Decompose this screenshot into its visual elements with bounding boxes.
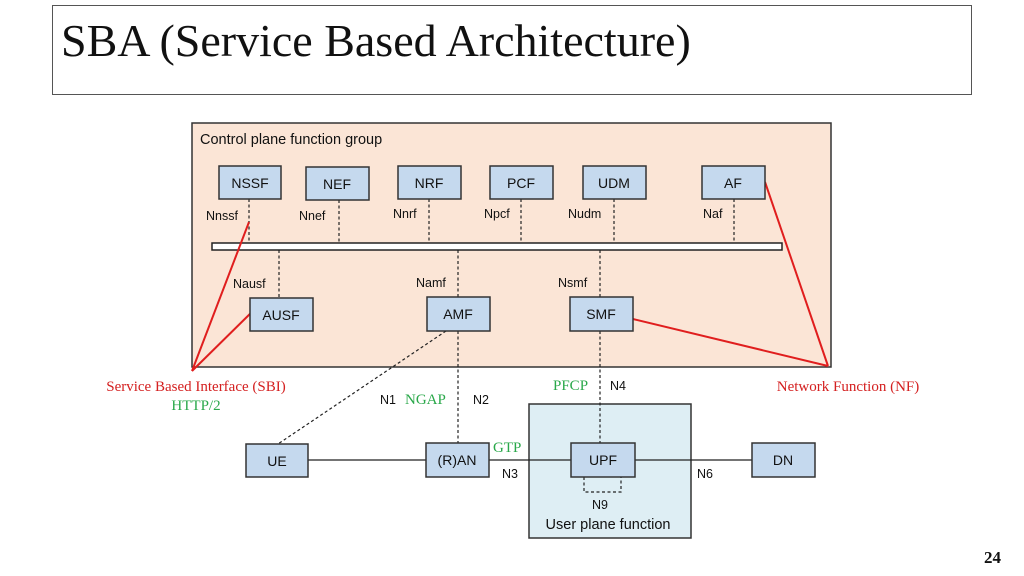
amf-box: AMF [426,296,491,332]
namf-label: Namf [416,276,446,290]
nf-pointer-af [764,181,829,367]
title-box: SBA (Service Based Architecture) [52,5,972,95]
amf-label: AMF [443,306,473,322]
ausf-label: AUSF [262,307,299,323]
n6-label: N6 [697,467,713,481]
pcf-box: PCF [489,165,554,200]
n9-label: N9 [592,498,608,512]
ngap-label: NGAP [405,392,446,408]
sbi-pointer-bottom [191,304,260,372]
nssf-label: NSSF [231,175,268,191]
n9-loop [583,477,622,493]
nssf-box: NSSF [218,165,282,200]
nf-pointer-smf [632,318,829,367]
nnrf-label: Nnrf [393,207,417,221]
nrf-box: NRF [397,165,462,200]
nef-box: NEF [305,166,370,201]
smf-label: SMF [586,306,616,322]
nnef-label: Nnef [299,209,326,223]
udm-label: UDM [598,175,630,191]
ue-label: UE [267,453,286,469]
control-plane-label: Control plane function group [200,132,382,148]
n2-label: N2 [473,393,489,407]
upf-box: UPF [570,442,636,478]
dn-label: DN [773,452,793,468]
udm-box: UDM [582,165,647,200]
n4-label: N4 [610,379,626,393]
sbi-pointer-top [191,221,250,372]
af-label: AF [724,175,742,191]
page-title: SBA (Service Based Architecture) [61,15,691,66]
nausf-label: Nausf [233,277,266,291]
dn-box: DN [751,442,816,478]
pcf-label: PCF [507,175,535,191]
nef-label: NEF [323,176,351,192]
http2-label: HTTP/2 [171,398,220,414]
pfcp-label: PFCP [553,378,588,394]
npcf-label: Npcf [484,207,510,221]
smf-box: SMF [569,296,634,332]
n1-label: N1 [380,393,396,407]
nrf-label: NRF [415,175,444,191]
page-number: 24 [984,548,1001,567]
ausf-box: AUSF [249,297,314,332]
ran-label: (R)AN [438,452,477,468]
n1-link [277,330,447,445]
nnssf-label: Nnssf [206,209,238,223]
nsmf-label: Nsmf [558,276,588,290]
gtp-label: GTP [493,440,521,456]
user-plane-label: User plane function [546,517,671,533]
af-box: AF [701,165,766,200]
naf-label: Naf [703,207,723,221]
n3-label: N3 [502,467,518,481]
upf-label: UPF [589,452,617,468]
nf-annotation: Network Function (NF) [777,379,920,395]
sbi-annotation: Service Based Interface (SBI) [106,379,286,395]
ue-box: UE [245,443,309,478]
ran-box: (R)AN [425,442,490,478]
service-bus [211,242,783,251]
nudm-label: Nudm [568,207,601,221]
